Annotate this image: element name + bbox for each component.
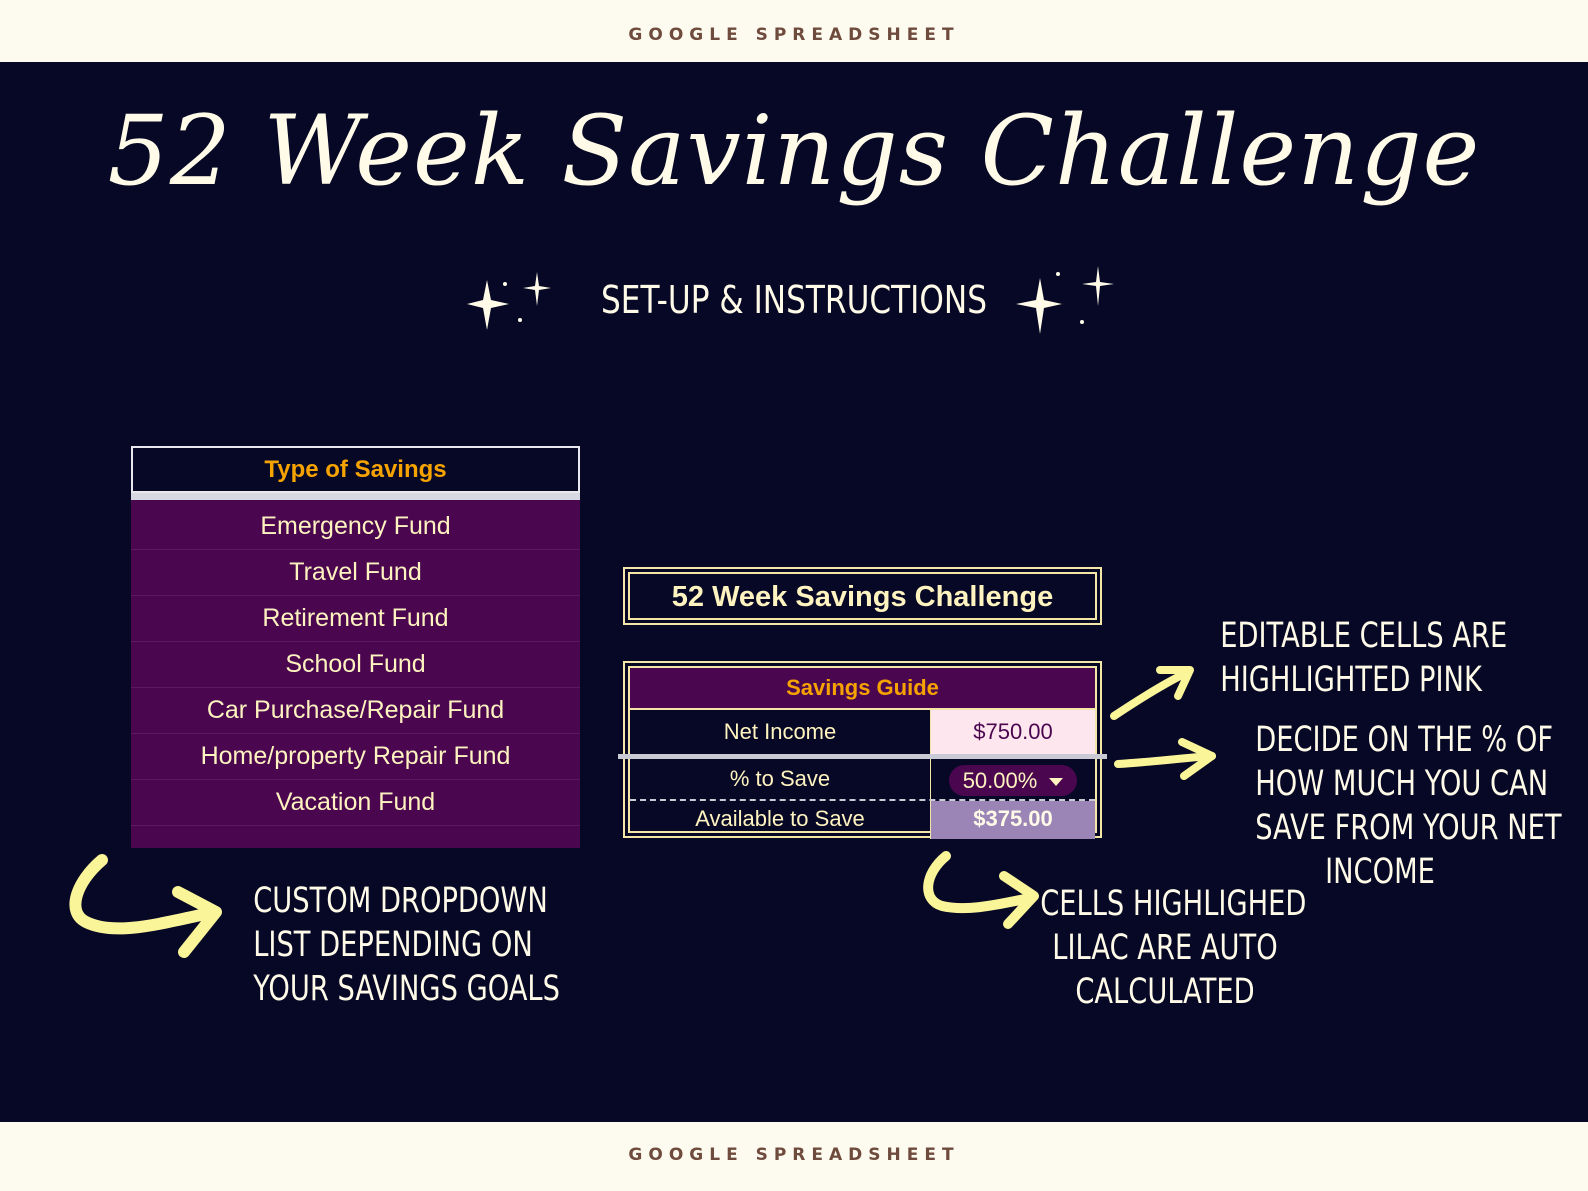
note-editable: EDITABLE CELLS ARE HIGHLIGHTED PINK xyxy=(1220,616,1508,700)
arrow-icon xyxy=(69,854,222,958)
table-row: Net Income $750.00 xyxy=(630,710,1095,754)
note-dropdown: CUSTOM DROPDOWN LIST DEPENDING ON YOUR S… xyxy=(253,881,560,1009)
savings-type-list: Type of Savings Emergency Fund Travel Fu… xyxy=(131,446,580,848)
table-row: Available to Save $375.00 xyxy=(630,799,1095,839)
dropdown-caret-icon xyxy=(1049,778,1064,787)
percent-save-dropdown[interactable]: 50.00% xyxy=(948,765,1078,796)
percent-save-value: 50.00% xyxy=(962,768,1038,793)
page-title: 52 Week Savings Challenge xyxy=(107,95,1481,207)
arrow-icon xyxy=(1114,738,1216,780)
footer-band: GOOGLE SPREADSHEET xyxy=(0,1122,1588,1191)
arrow-icon xyxy=(1110,666,1194,720)
list-item[interactable]: Home/property Repair Fund xyxy=(131,734,580,780)
arrow-icon xyxy=(923,851,1039,929)
list-item[interactable]: Travel Fund xyxy=(131,550,580,596)
available-save-label: Available to Save xyxy=(630,801,931,839)
net-income-input[interactable]: $750.00 xyxy=(931,710,1095,754)
list-item[interactable]: Retirement Fund xyxy=(131,596,580,642)
row-divider xyxy=(618,754,1107,759)
sparkle-icon xyxy=(1016,266,1114,334)
note-lilac: CELLS HIGHLIGHED LILAC ARE AUTO CALCULAT… xyxy=(1040,884,1307,1012)
percent-save-label: % to Save xyxy=(630,759,931,799)
net-income-label: Net Income xyxy=(630,710,931,754)
list-item[interactable]: Car Purchase/Repair Fund xyxy=(131,688,580,734)
sparkle-icon xyxy=(467,272,551,330)
challenge-title-box: 52 Week Savings Challenge xyxy=(623,567,1102,625)
list-item[interactable]: Vacation Fund xyxy=(131,780,580,826)
table-row: % to Save 50.00% xyxy=(630,759,1095,799)
list-item[interactable]: Emergency Fund xyxy=(131,504,580,550)
header-divider xyxy=(131,493,580,500)
list-item[interactable]: School Fund xyxy=(131,642,580,688)
savings-type-header: Type of Savings xyxy=(131,446,580,493)
challenge-title: 52 Week Savings Challenge xyxy=(628,572,1097,620)
savings-guide-header: Savings Guide xyxy=(630,668,1095,710)
savings-type-options: Emergency Fund Travel Fund Retirement Fu… xyxy=(131,500,580,848)
savings-guide: Savings Guide Net Income $750.00 % to Sa… xyxy=(618,661,1107,839)
available-save-value: $375.00 xyxy=(931,801,1095,839)
page-subtitle: SET-UP & INSTRUCTIONS xyxy=(601,278,987,322)
header-band: GOOGLE SPREADSHEET xyxy=(0,0,1588,62)
note-percent: DECIDE ON THE % OF HOW MUCH YOU CAN SAVE… xyxy=(1255,720,1562,892)
percent-save-cell: 50.00% xyxy=(931,759,1095,799)
